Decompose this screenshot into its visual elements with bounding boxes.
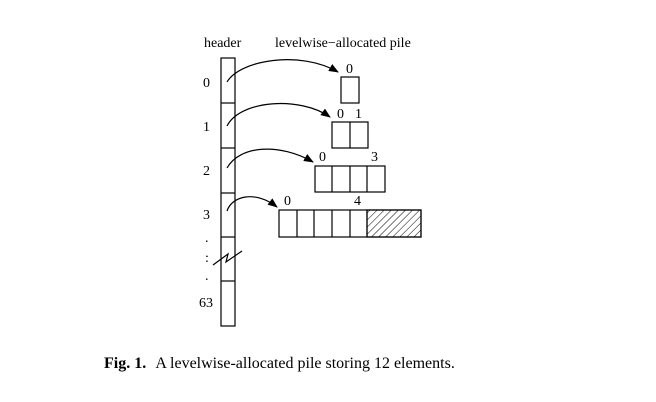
level-2-index-3: 3 xyxy=(371,150,378,165)
level-3-index-0: 0 xyxy=(284,194,291,209)
figure-caption: Fig. 1. A levelwise-allocated pile stori… xyxy=(104,355,455,372)
caption-prefix: Fig. 1. xyxy=(104,355,146,372)
level-0-index-0: 0 xyxy=(346,62,353,77)
level-2-index-0: 0 xyxy=(319,150,326,165)
header-title: header xyxy=(204,36,242,51)
level-1-array xyxy=(331,121,369,149)
ellipsis-dot-3: . xyxy=(205,269,209,284)
pointer-arrow-2 xyxy=(226,148,314,169)
level-1-index-1: 1 xyxy=(355,107,362,122)
caption-text: A levelwise-allocated pile storing 12 el… xyxy=(155,355,454,372)
pointer-arrow-3 xyxy=(226,196,278,212)
row-label-0: 0 xyxy=(203,76,210,91)
level-3-index-4: 4 xyxy=(354,194,361,209)
ellipsis-dot-1: . xyxy=(205,231,209,246)
level-1-index-0: 0 xyxy=(337,107,344,122)
row-label-2: 2 xyxy=(203,164,210,179)
pointer-arrow-1 xyxy=(226,102,331,127)
row-label-63: 63 xyxy=(199,296,213,311)
level-2-array xyxy=(314,165,386,193)
row-label-1: 1 xyxy=(203,120,210,135)
pile-title: levelwise−allocated pile xyxy=(275,36,411,51)
pointer-arrow-0 xyxy=(226,59,339,83)
level-3-array xyxy=(278,209,422,238)
level-0-array xyxy=(340,76,360,104)
header-column xyxy=(220,57,236,327)
header-break-mark xyxy=(212,250,243,266)
row-label-3: 3 xyxy=(203,208,210,223)
header-cell-dividers xyxy=(221,102,235,282)
ellipsis-dot-2: : xyxy=(205,251,209,266)
